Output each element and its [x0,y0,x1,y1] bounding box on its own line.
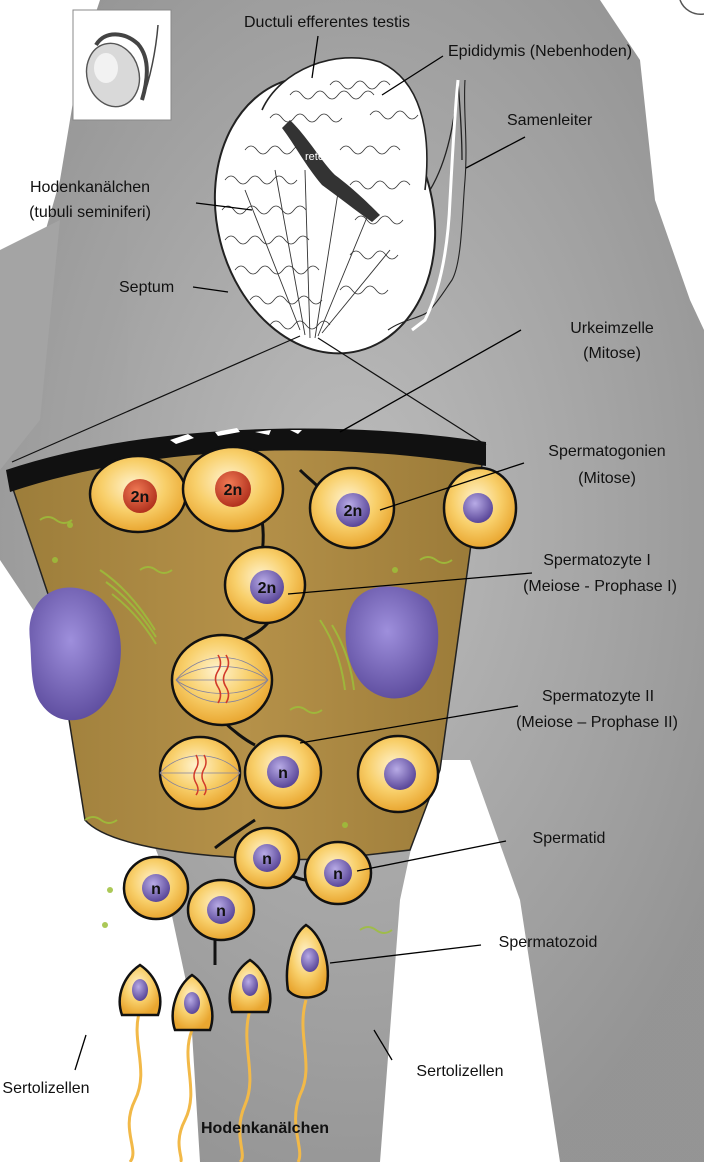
label-septum: Septum [119,279,174,296]
spermatid-cell: n [124,857,188,919]
label-spermatozoid: Spermatozoid [499,934,598,951]
label-spermatogonien-mitose: (Mitose) [578,470,636,487]
spermatocyte-ii-cell [358,736,438,812]
page-corner-mark [680,0,704,14]
label-hodenkanaelchen-bottom: Hodenkanälchen [201,1120,329,1137]
label-tubuli-seminiferi: (tubuli seminiferi) [29,204,151,221]
label-meiose-prophase-i: (Meiose - Prophase I) [523,578,677,595]
label-spermatid: Spermatid [533,830,606,847]
label-samenleiter: Samenleiter [507,112,593,129]
spermatocyte-ii-cell: n [245,736,321,808]
ploidy-label: 2n [224,482,243,499]
label-sertolizellen-right: Sertolizellen [416,1063,503,1080]
ploidy-label: n [151,881,161,898]
ploidy-label: n [216,903,226,920]
meiosis-ii-dividing-cell [160,737,240,809]
meiosis-i-dividing-cell [172,635,272,725]
spermatid-cell: n [305,842,371,904]
label-sertolizellen-left: Sertolizellen [2,1080,89,1097]
testis-thumbnail [73,10,171,120]
label-ductuli: Ductuli efferentes testis [244,14,410,31]
ploidy-label: 2n [258,580,277,597]
ploidy-label: n [262,851,272,868]
label-hodenkanaelchen: Hodenkanälchen [30,179,150,196]
spermatid-cell: n [188,880,254,940]
ploidy-label: 2n [131,489,150,506]
ploidy-label: n [278,765,288,782]
label-urkeimzelle-mitose: (Mitose) [583,345,641,362]
spermatogonium-cell: 2n [90,456,186,532]
testis-inset-label: rete [305,151,324,163]
label-urkeimzelle: Urkeimzelle [570,320,654,337]
label-meiose-prophase-ii: (Meiose – Prophase II) [516,714,678,731]
label-epididymis: Epididymis (Nebenhoden) [448,43,632,60]
label-spermatozyte-ii: Spermatozyte II [542,688,654,705]
spermatocyte-i-cell: 2n [225,547,305,623]
label-spermatozyte-i: Spermatozyte I [543,552,651,569]
label-spermatogonien: Spermatogonien [548,443,665,460]
spermatid-cell: n [235,828,299,888]
spermatogonium-cell: 2n [310,468,394,548]
ploidy-label: n [333,866,343,883]
spermatogonium-cell: 2n [183,447,283,531]
spermatogonium-cell-partial [444,468,516,548]
ploidy-label: 2n [344,503,363,520]
